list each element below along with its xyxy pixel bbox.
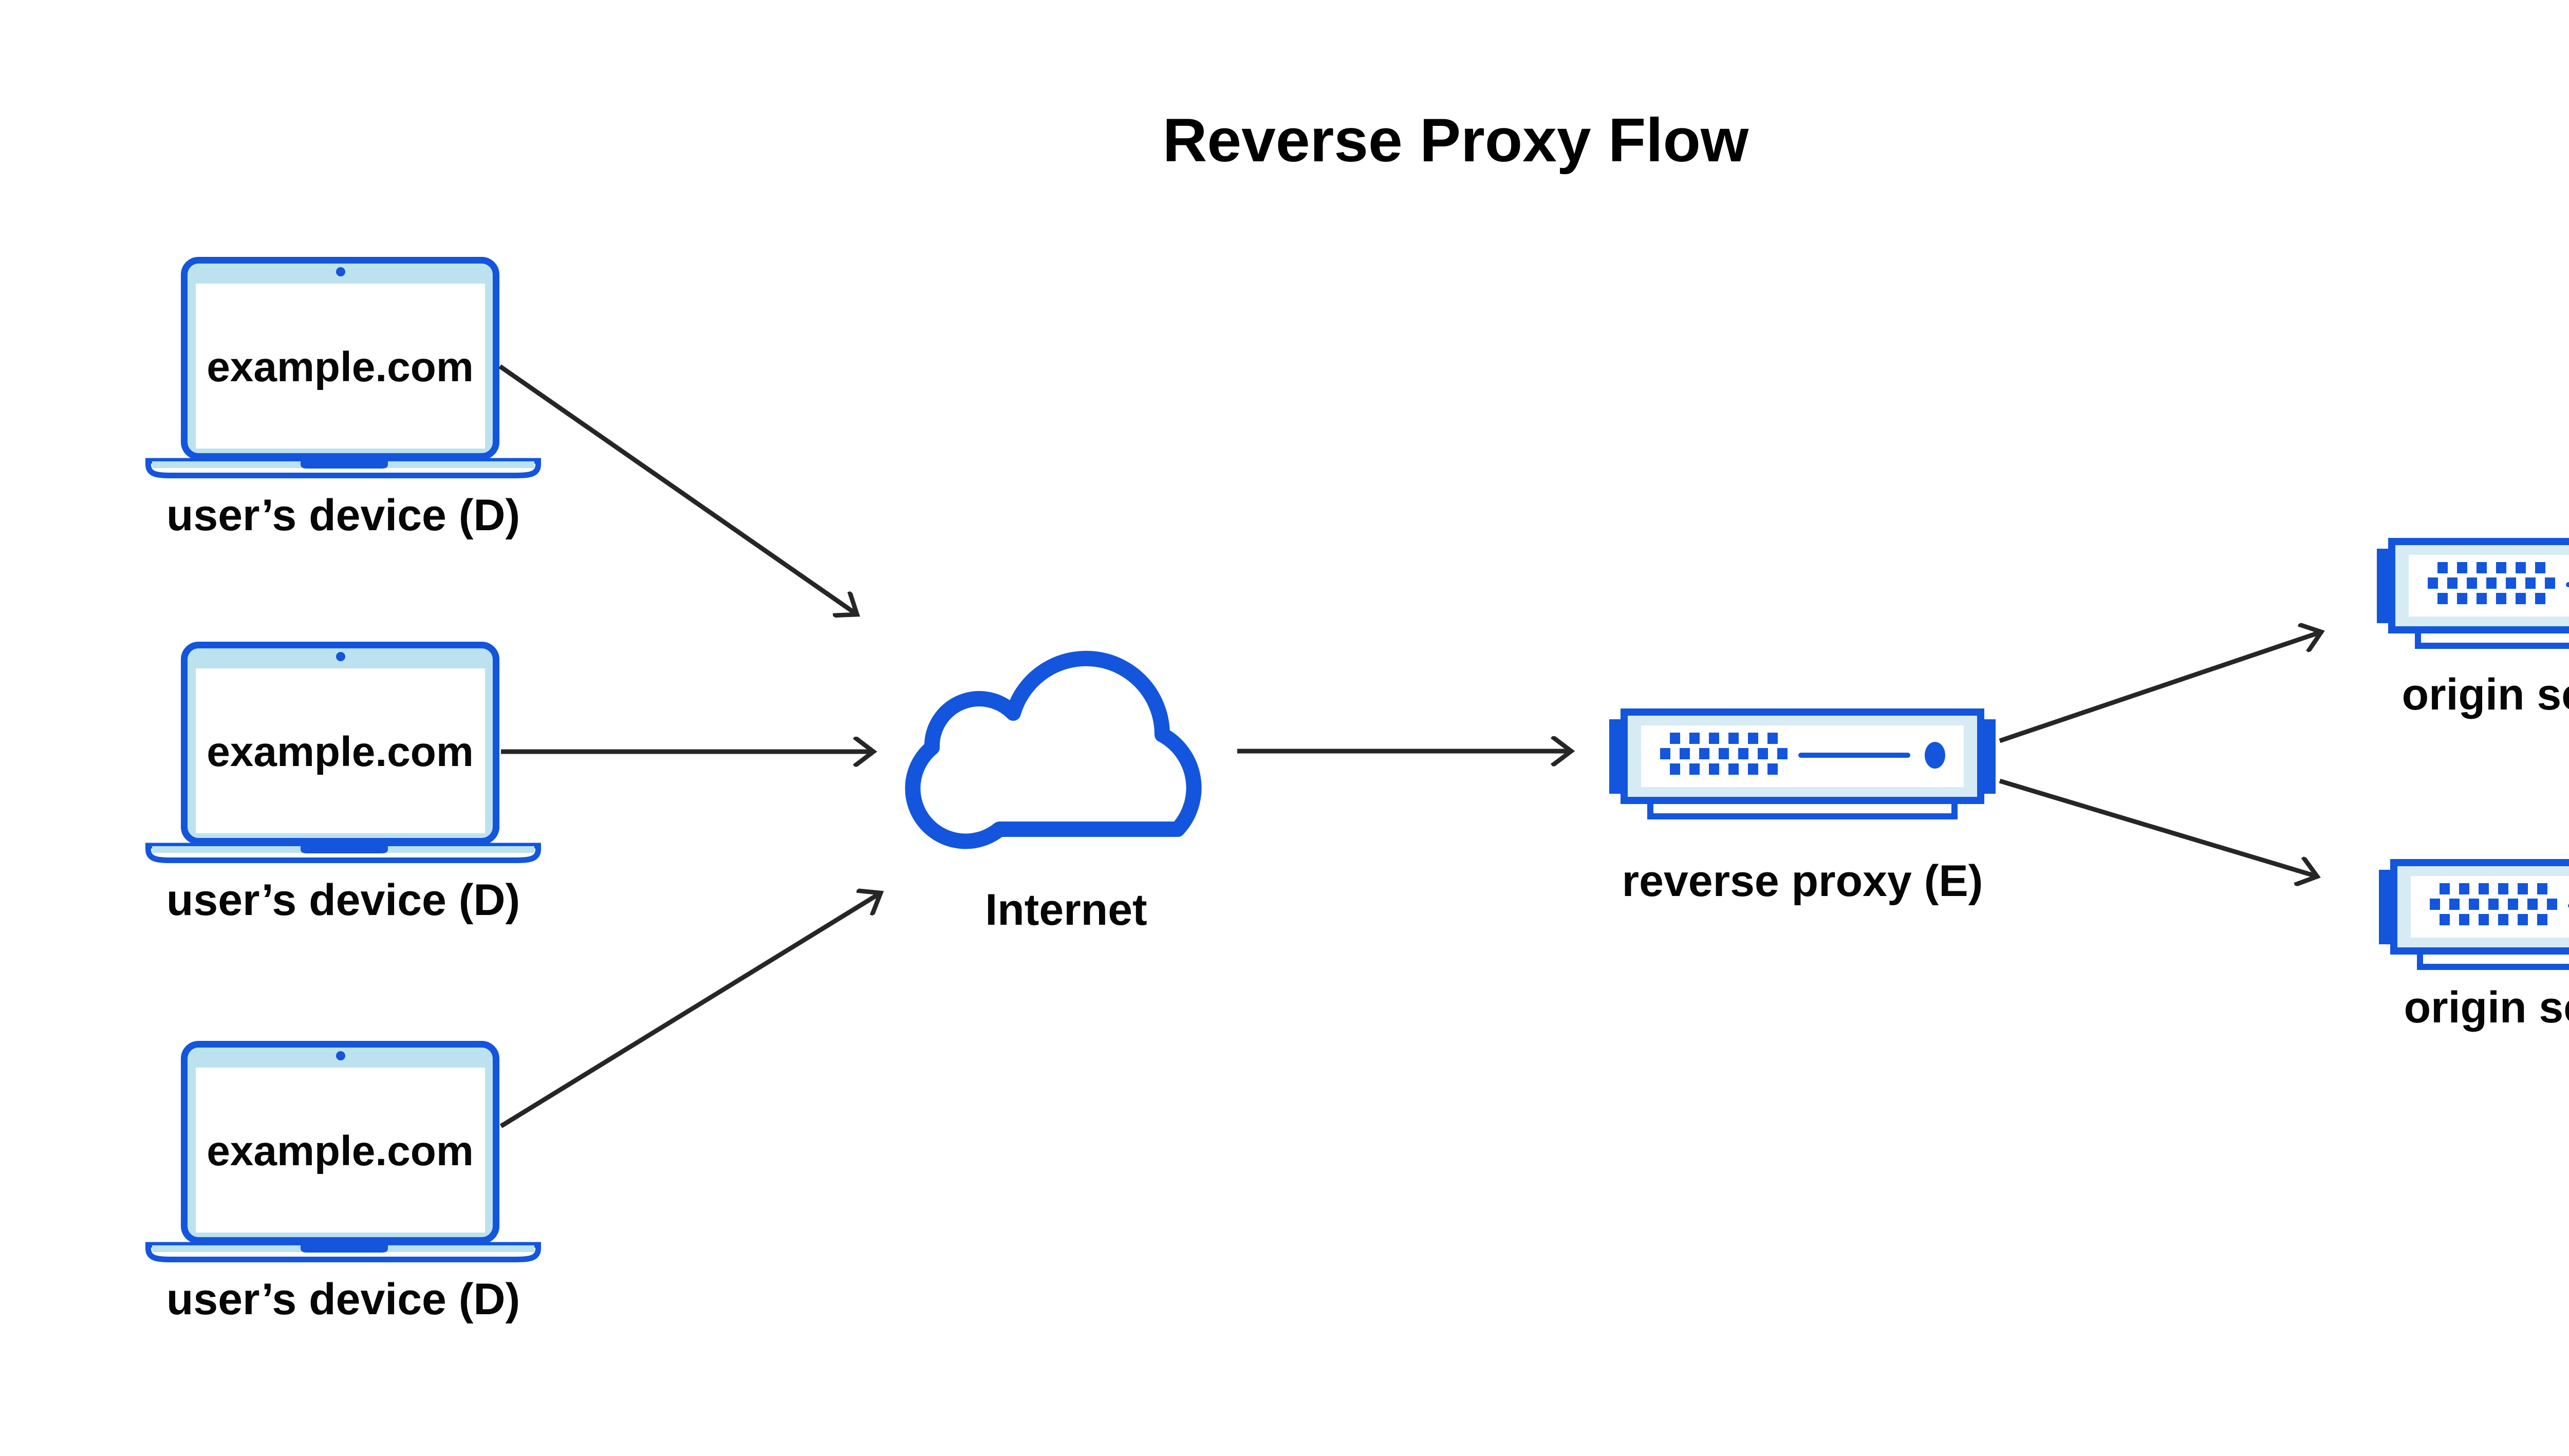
- arrow-device1-to-internet: [498, 364, 857, 614]
- device-screen-text: example.com: [207, 729, 474, 775]
- node-internet: Internet: [905, 650, 1202, 935]
- arrow-device3-to-internet: [499, 893, 881, 1128]
- origin-label: origin server (F): [2402, 670, 2569, 719]
- arrow-proxy-to-origin2: [1999, 778, 2317, 876]
- node-user-device-3: example.com user’s device (D): [148, 1044, 538, 1324]
- cloud-icon: [905, 650, 1202, 849]
- server-icon: [2377, 542, 2569, 646]
- device-screen-text: example.com: [207, 1128, 474, 1174]
- device-label: user’s device (D): [166, 1275, 520, 1324]
- node-user-device-1: example.com user’s device (D): [148, 260, 538, 540]
- node-reverse-proxy: reverse proxy (E): [1609, 712, 1996, 906]
- node-origin-server-2: origin server (F): [2379, 863, 2569, 1032]
- server-icon: [2379, 863, 2569, 967]
- node-user-device-2: example.com user’s device (D): [148, 645, 538, 925]
- internet-label: Internet: [985, 885, 1147, 935]
- page-title: Reverse Proxy Flow: [1163, 106, 1749, 175]
- device-screen-text: example.com: [207, 344, 474, 390]
- origin-label: origin server (F): [2404, 983, 2569, 1032]
- device-label: user’s device (D): [166, 491, 520, 540]
- node-origin-server-1: origin server (F): [2377, 542, 2569, 719]
- server-icon: [1609, 712, 1996, 816]
- device-label: user’s device (D): [166, 875, 520, 925]
- proxy-label: reverse proxy (E): [1622, 856, 1983, 906]
- arrow-proxy-to-origin1: [1999, 632, 2321, 743]
